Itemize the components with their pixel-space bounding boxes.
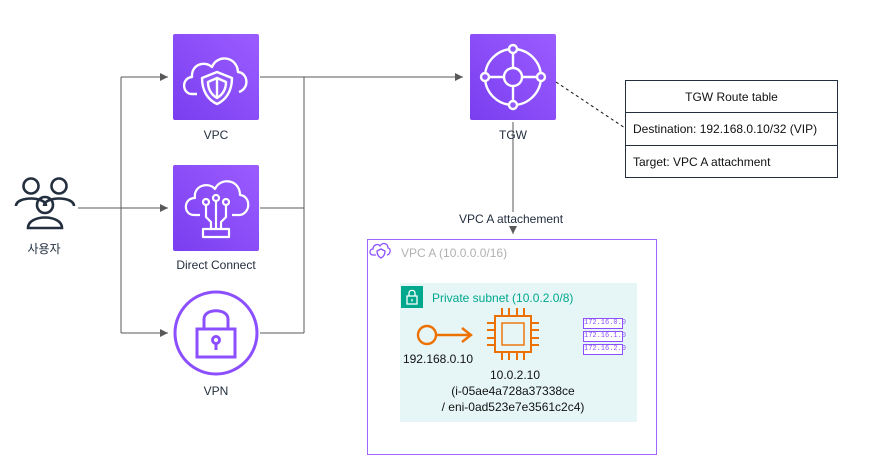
vpc-a-label: VPC A (10.0.0.0/16) [401, 246, 508, 260]
subnet-lock-icon [401, 286, 423, 308]
instance-id: (i-05ae4a728a37338ce [451, 384, 575, 398]
route-entry-chip: 172.16.0.0 [583, 318, 627, 329]
tgw-label: TGW [499, 128, 527, 142]
direct-connect-label: Direct Connect [176, 258, 256, 272]
subnet-label: Private subnet (10.0.2.0/8) [432, 291, 574, 305]
users-label: 사용자 [27, 242, 61, 256]
vip-address: 192.168.0.10 [402, 352, 474, 366]
vpc-service-tile [173, 34, 259, 120]
tgw-route-table: TGW Route table Destination: 192.168.0.1… [625, 80, 838, 178]
direct-connect-icon [184, 180, 250, 239]
route-table-title: TGW Route table [626, 81, 837, 113]
vip-arrow-icon [416, 324, 473, 346]
vpc-cloud-shield-icon [182, 57, 248, 106]
tgw-tile [470, 34, 556, 120]
vpc-group-icon [368, 240, 392, 262]
vpn-lock-icon [173, 290, 259, 376]
direct-connect-tile [173, 165, 259, 251]
instance-eni: / eni-0ad523e7e3561c2c4) [441, 400, 585, 414]
route-entry-chip: 172.16.1.0 [583, 331, 627, 342]
ec2-instance-icon [487, 308, 539, 360]
route-table-destination: Destination: 192.168.0.10/32 (VIP) [626, 113, 837, 146]
vpc-a-attachment-label: VPC A attachement [456, 212, 566, 226]
instance-ip: 10.0.2.10 [489, 368, 541, 382]
transit-gateway-icon [479, 43, 547, 111]
route-entry-chip: 172.16.2.0 [583, 344, 627, 355]
tgw-route-table-dashed-line [555, 81, 626, 129]
vpn-label: VPN [203, 384, 229, 398]
users-icon [14, 177, 76, 230]
route-table-target: Target: VPC A attachment [633, 155, 771, 169]
vpc-service-label: VPC [203, 128, 229, 142]
